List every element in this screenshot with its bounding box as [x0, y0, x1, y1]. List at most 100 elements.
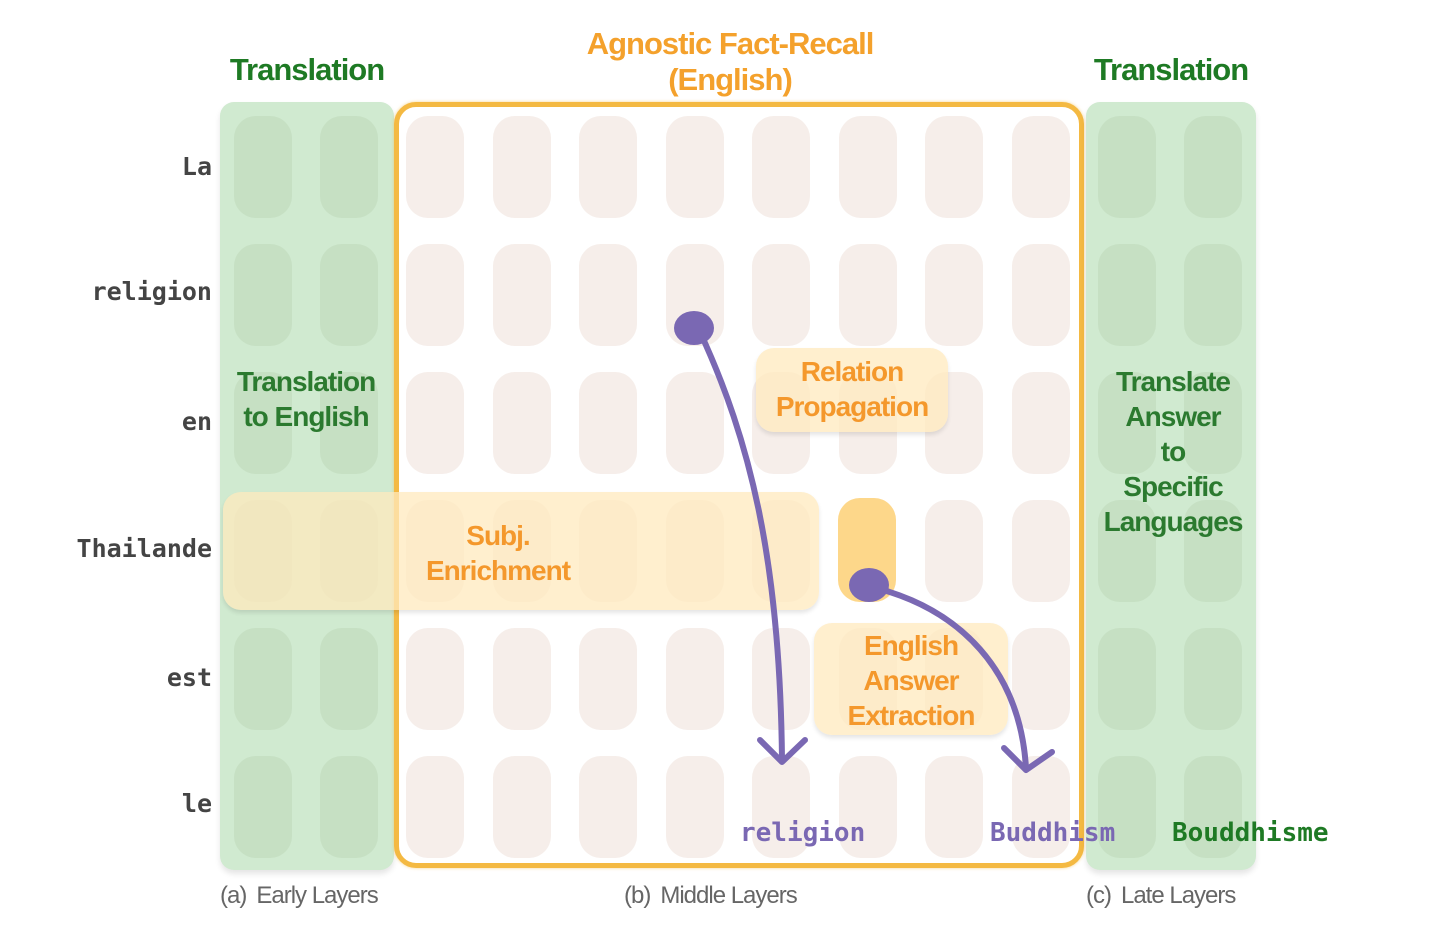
fact-recall-header-line2: (English) [668, 62, 793, 97]
answer-arrow [873, 585, 1029, 771]
middle-layer-cell [579, 756, 637, 858]
early-label-line: to English [243, 401, 369, 432]
subject-source-dot [849, 568, 889, 602]
token-label: le [181, 789, 212, 818]
caption-late-text: Late Layers [1120, 882, 1236, 909]
token-label: religion [91, 277, 212, 306]
middle-layer-cell [925, 756, 983, 858]
relation-propagation-box [756, 348, 948, 432]
late-layer-cell [1184, 372, 1242, 474]
fact-recall-header: Agnostic Fact-Recall (English) [520, 26, 940, 98]
english-answer-word: Buddhism [990, 818, 1116, 848]
middle-layer-cell [752, 756, 810, 858]
caption-middle-tag: (b) [624, 882, 651, 909]
early-layer-cell [234, 372, 292, 474]
translation-to-english-label: Translation to English [224, 364, 388, 434]
subject-enrichment-line: Subj. [466, 520, 530, 551]
middle-layer-cell [579, 372, 637, 474]
middle-layer-cell [406, 628, 464, 730]
late-layer-cell [1184, 244, 1242, 346]
subject-enrichment-label: Subj. Enrichment [400, 518, 596, 588]
late-layers-panel [1086, 102, 1256, 870]
middle-layer-cell [406, 372, 464, 474]
middle-layer-cell [925, 116, 983, 218]
relation-arrow [697, 329, 785, 763]
caption-late-tag: (c) [1086, 882, 1112, 909]
relation-output-word: religion [740, 818, 866, 848]
relation-propagation-label: Relation Propagation [756, 354, 948, 424]
late-label-line: Translate [1116, 366, 1231, 397]
middle-layer-cell [752, 244, 810, 346]
caption-early-text: Early Layers [256, 882, 378, 909]
middle-layer-cell [492, 628, 551, 730]
caption-middle: (b) Middle Layers [624, 882, 798, 910]
token-label: Thailande [76, 534, 212, 563]
middle-layer-cell [1011, 116, 1070, 218]
early-layer-cell [320, 372, 378, 474]
late-layer-cell [1184, 500, 1242, 602]
middle-layer-cell [838, 116, 897, 218]
subject-enrichment-line: Enrichment [425, 555, 571, 586]
middle-layer-cell [1011, 372, 1070, 474]
relation-arrow-head-icon [757, 737, 808, 765]
late-layer-cell [1184, 628, 1242, 730]
middle-layer-cell [838, 244, 897, 346]
late-label-line: Answer [1125, 401, 1221, 432]
caption-early-tag: (a) [220, 882, 247, 909]
fact-recall-header-line1: Agnostic Fact-Recall [586, 26, 875, 61]
early-layer-cell [320, 756, 378, 858]
answer-extraction-line: Extraction [847, 700, 976, 731]
translate-answer-label: Translate Answer to Specific Languages [1090, 364, 1256, 539]
middle-layer-cell [665, 756, 724, 858]
caption-middle-text: Middle Layers [660, 882, 797, 909]
middle-layer-cell [1011, 628, 1070, 730]
middle-layer-cell [579, 244, 637, 346]
middle-layer-cell [579, 628, 637, 730]
answer-extraction-line: Answer [863, 665, 959, 696]
late-layer-cell [1098, 756, 1156, 858]
answer-extraction-line: English [863, 630, 959, 661]
early-translation-header: Translation [229, 52, 385, 87]
early-layer-cell [320, 628, 378, 730]
middle-layer-cell [665, 628, 724, 730]
token-label: est [166, 663, 212, 692]
middle-layer-cell [925, 500, 983, 602]
early-layer-cell [234, 628, 292, 730]
middle-layer-cell [838, 756, 897, 858]
early-layers-panel [220, 102, 394, 870]
answer-extraction-label: English Answer Extraction [814, 628, 1008, 733]
final-answer-word: Bouddhisme [1172, 818, 1329, 848]
token-label: en [181, 407, 212, 436]
late-layer-cell [1098, 500, 1156, 602]
caption-early: (a) Early Layers [220, 882, 379, 910]
late-layer-cell [1098, 628, 1156, 730]
late-label-line: Specific [1123, 471, 1223, 502]
middle-layers-panel [394, 102, 1084, 868]
middle-layer-cell [406, 756, 464, 858]
late-layer-cell [1098, 244, 1156, 346]
relation-propagation-line: Relation [800, 356, 904, 387]
middle-layer-cell [579, 116, 637, 218]
middle-layer-cell [752, 116, 810, 218]
relation-source-dot [674, 311, 714, 345]
middle-layer-cell [1011, 500, 1070, 602]
late-label-line: Languages [1103, 506, 1244, 537]
early-layer-cell [320, 244, 378, 346]
middle-layer-cell [1011, 244, 1070, 346]
relation-propagation-line: Propagation [775, 391, 929, 422]
middle-layer-cell [492, 116, 551, 218]
early-layer-cell [234, 116, 292, 218]
answer-arrow-head-icon [1001, 745, 1055, 773]
token-label: La [181, 152, 212, 181]
middle-layer-cell [1011, 756, 1070, 858]
middle-layer-cell [492, 756, 551, 858]
early-label-line: Translation [236, 366, 376, 397]
middle-layer-cell [665, 372, 724, 474]
subject-enrichment-box [223, 492, 819, 610]
caption-late: (c) Late Layers [1086, 882, 1236, 910]
middle-layer-cell [406, 116, 464, 218]
late-layer-cell [1184, 116, 1242, 218]
middle-layer-cell [492, 372, 551, 474]
middle-layer-cell [665, 116, 724, 218]
